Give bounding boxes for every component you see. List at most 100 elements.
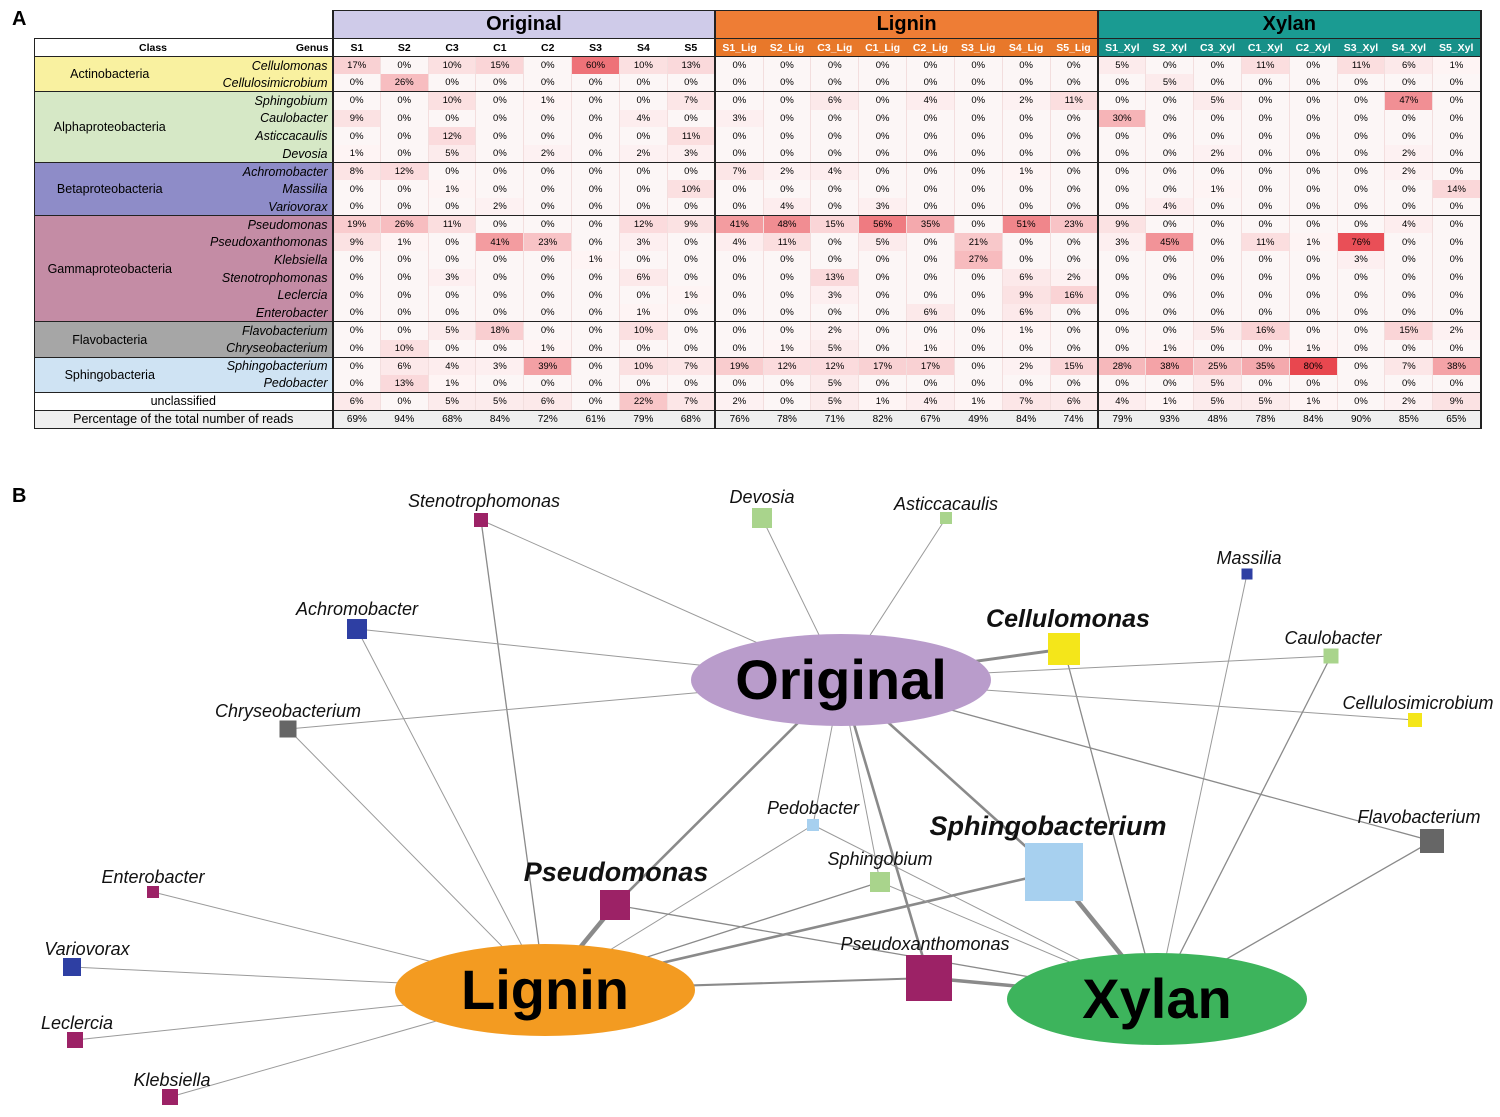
abundance-cell: 7%: [715, 162, 764, 181]
abundance-cell: 0%: [1241, 144, 1290, 164]
abundance-cell: 0%: [571, 91, 620, 110]
total-cell: 68%: [667, 409, 717, 429]
abundance-cell: 0%: [954, 321, 1003, 340]
total-label: Percentage of the total number of reads: [34, 409, 334, 429]
abundance-cell: 0%: [1289, 251, 1338, 269]
abundance-cell: 0%: [1050, 56, 1099, 75]
abundance-cell: 0%: [475, 162, 525, 181]
abundance-cell: 12%: [763, 357, 812, 375]
abundance-cell: 0%: [1097, 91, 1147, 110]
sample-header: C3_Lig: [810, 38, 859, 57]
abundance-cell: 30%: [1097, 109, 1147, 128]
genus-cell: Pseudomonas: [184, 215, 334, 234]
abundance-cell: 1%: [1145, 392, 1195, 411]
abundance-cell: 0%: [1337, 268, 1386, 287]
abundance-cell: 0%: [428, 339, 477, 358]
abundance-cell: 0%: [1145, 374, 1195, 394]
abundance-cell: 2%: [1002, 91, 1051, 110]
node-square: [870, 872, 890, 892]
group-header-orig: Original: [331, 10, 717, 39]
abundance-cell: 60%: [571, 56, 620, 75]
abundance-cell: 4%: [1384, 215, 1434, 234]
hub-label: Original: [735, 648, 947, 711]
abundance-cell: 0%: [1145, 251, 1195, 269]
total-cell: 67%: [906, 409, 955, 429]
sample-header: S2: [380, 38, 429, 57]
abundance-cell: 0%: [954, 339, 1003, 358]
genus-node-sphingobacterium: Sphingobacterium: [929, 811, 1167, 901]
abundance-cell: 0%: [523, 74, 573, 93]
abundance-cell: 11%: [1337, 56, 1386, 75]
abundance-cell: 0%: [906, 321, 955, 340]
abundance-cell: 0%: [810, 304, 860, 323]
abundance-cell: 10%: [619, 321, 668, 340]
abundance-cell: 0%: [906, 374, 955, 394]
abundance-cell: 0%: [332, 91, 381, 110]
abundance-cell: 0%: [475, 109, 525, 128]
abundance-cell: 0%: [906, 144, 955, 164]
abundance-cell: 2%: [619, 144, 668, 164]
node-square: [752, 508, 772, 528]
abundance-cell: 6%: [380, 357, 429, 375]
abundance-cell: 0%: [619, 374, 668, 394]
abundance-cell: 0%: [1337, 91, 1386, 110]
abundance-cell: 0%: [380, 286, 429, 305]
node-label: Sphingobacterium: [929, 811, 1166, 841]
node-label: Devosia: [729, 487, 794, 507]
abundance-cell: 0%: [428, 109, 477, 128]
abundance-cell: 0%: [619, 91, 668, 110]
abundance-cell: 47%: [1384, 91, 1434, 110]
total-cell: 71%: [810, 409, 859, 429]
abundance-cell: 0%: [571, 109, 620, 128]
abundance-cell: 0%: [1097, 127, 1147, 145]
abundance-cell: 5%: [1145, 74, 1195, 93]
abundance-cell: 15%: [810, 215, 860, 234]
abundance-cell: 0%: [1384, 251, 1434, 269]
abundance-cell: 0%: [619, 74, 668, 93]
abundance-cell: 0%: [1432, 215, 1482, 234]
hub-node-xylan: Xylan: [1007, 953, 1307, 1045]
abundance-cell: 2%: [715, 392, 764, 411]
abundance-cell: 0%: [906, 198, 955, 217]
abundance-cell: 0%: [571, 233, 620, 252]
abundance-cell: 0%: [667, 251, 717, 269]
abundance-cell: 16%: [1050, 286, 1099, 305]
sample-header: C3_Xyl: [1193, 38, 1242, 57]
genus-node-variovorax: Variovorax: [44, 939, 131, 976]
class-cell: Actinobacteria: [34, 56, 185, 93]
abundance-cell: 0%: [1289, 180, 1338, 198]
abundance-cell: 0%: [1193, 286, 1242, 305]
abundance-cell: 0%: [1097, 162, 1147, 181]
abundance-cell: 0%: [810, 180, 860, 198]
abundance-cell: 0%: [1002, 144, 1051, 164]
abundance-cell: 0%: [810, 74, 860, 93]
node-label: Flavobacterium: [1357, 807, 1480, 827]
abundance-cell: 2%: [1384, 392, 1434, 411]
genus-node-pseudomonas: Pseudomonas: [524, 857, 708, 920]
abundance-cell: 51%: [1002, 215, 1051, 234]
abundance-cell: 7%: [667, 392, 717, 411]
abundance-cell: 0%: [1241, 109, 1290, 128]
abundance-cell: 13%: [380, 374, 429, 394]
abundance-cell: 0%: [858, 127, 908, 145]
abundance-cell: 0%: [1241, 198, 1290, 217]
abundance-cell: 0%: [1097, 286, 1147, 305]
sample-header: S5_Lig: [1050, 38, 1099, 57]
genus-cell: Klebsiella: [184, 251, 334, 269]
sample-header: S4: [619, 38, 668, 57]
abundance-cell: 0%: [1384, 339, 1434, 358]
abundance-cell: 4%: [906, 91, 955, 110]
abundance-cell: 13%: [810, 268, 860, 287]
abundance-cell: 0%: [1097, 304, 1147, 323]
node-label: Enterobacter: [101, 867, 205, 887]
abundance-cell: 0%: [1145, 109, 1195, 128]
sample-header: S3_Lig: [954, 38, 1003, 57]
abundance-cell: 3%: [715, 109, 764, 128]
genus-cell: Chryseobacterium: [184, 339, 334, 358]
abundance-cell: 1%: [1145, 339, 1195, 358]
abundance-cell: 0%: [906, 233, 955, 252]
node-square: [63, 958, 81, 976]
